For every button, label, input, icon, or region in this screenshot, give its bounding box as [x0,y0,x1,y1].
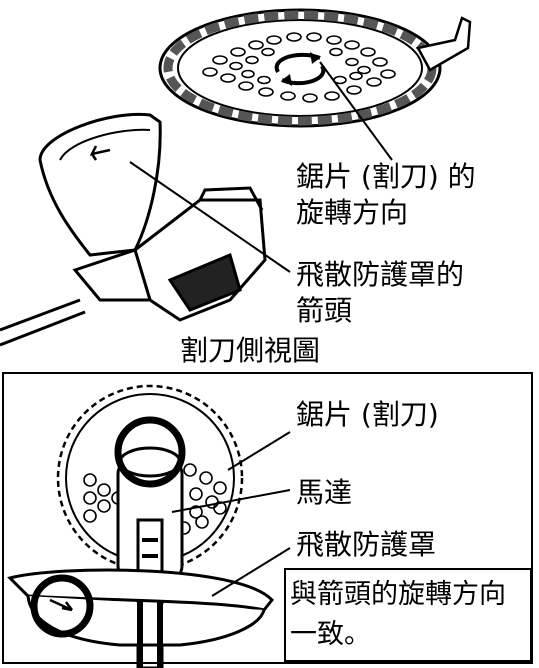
note-box: 與箭頭的旋轉方向 一致。 [284,568,532,662]
guard-arrow-label-line1: 飛散防護罩的 [296,258,465,291]
guard-label: 飛散防護罩 [296,528,437,561]
side-view-frame [2,372,533,664]
side-view-title: 割刀側視圖 [180,334,321,367]
blade-label: 鋸片 (割刀) [296,398,439,431]
note-line2: 一致。 [290,619,371,650]
guard-drawing [0,112,291,347]
blade-direction-label-line1: 鋸片 (割刀) 的 [296,160,476,193]
note-line1: 與箭頭的旋轉方向 [290,579,506,610]
blade-direction-label-line2: 旋轉方向 [296,196,409,229]
guard-arrow-label-line2: 箭頭 [296,294,353,327]
motor-label: 馬達 [296,476,353,509]
blade-disc-drawing [158,8,472,161]
side-view-drawing [7,384,291,668]
